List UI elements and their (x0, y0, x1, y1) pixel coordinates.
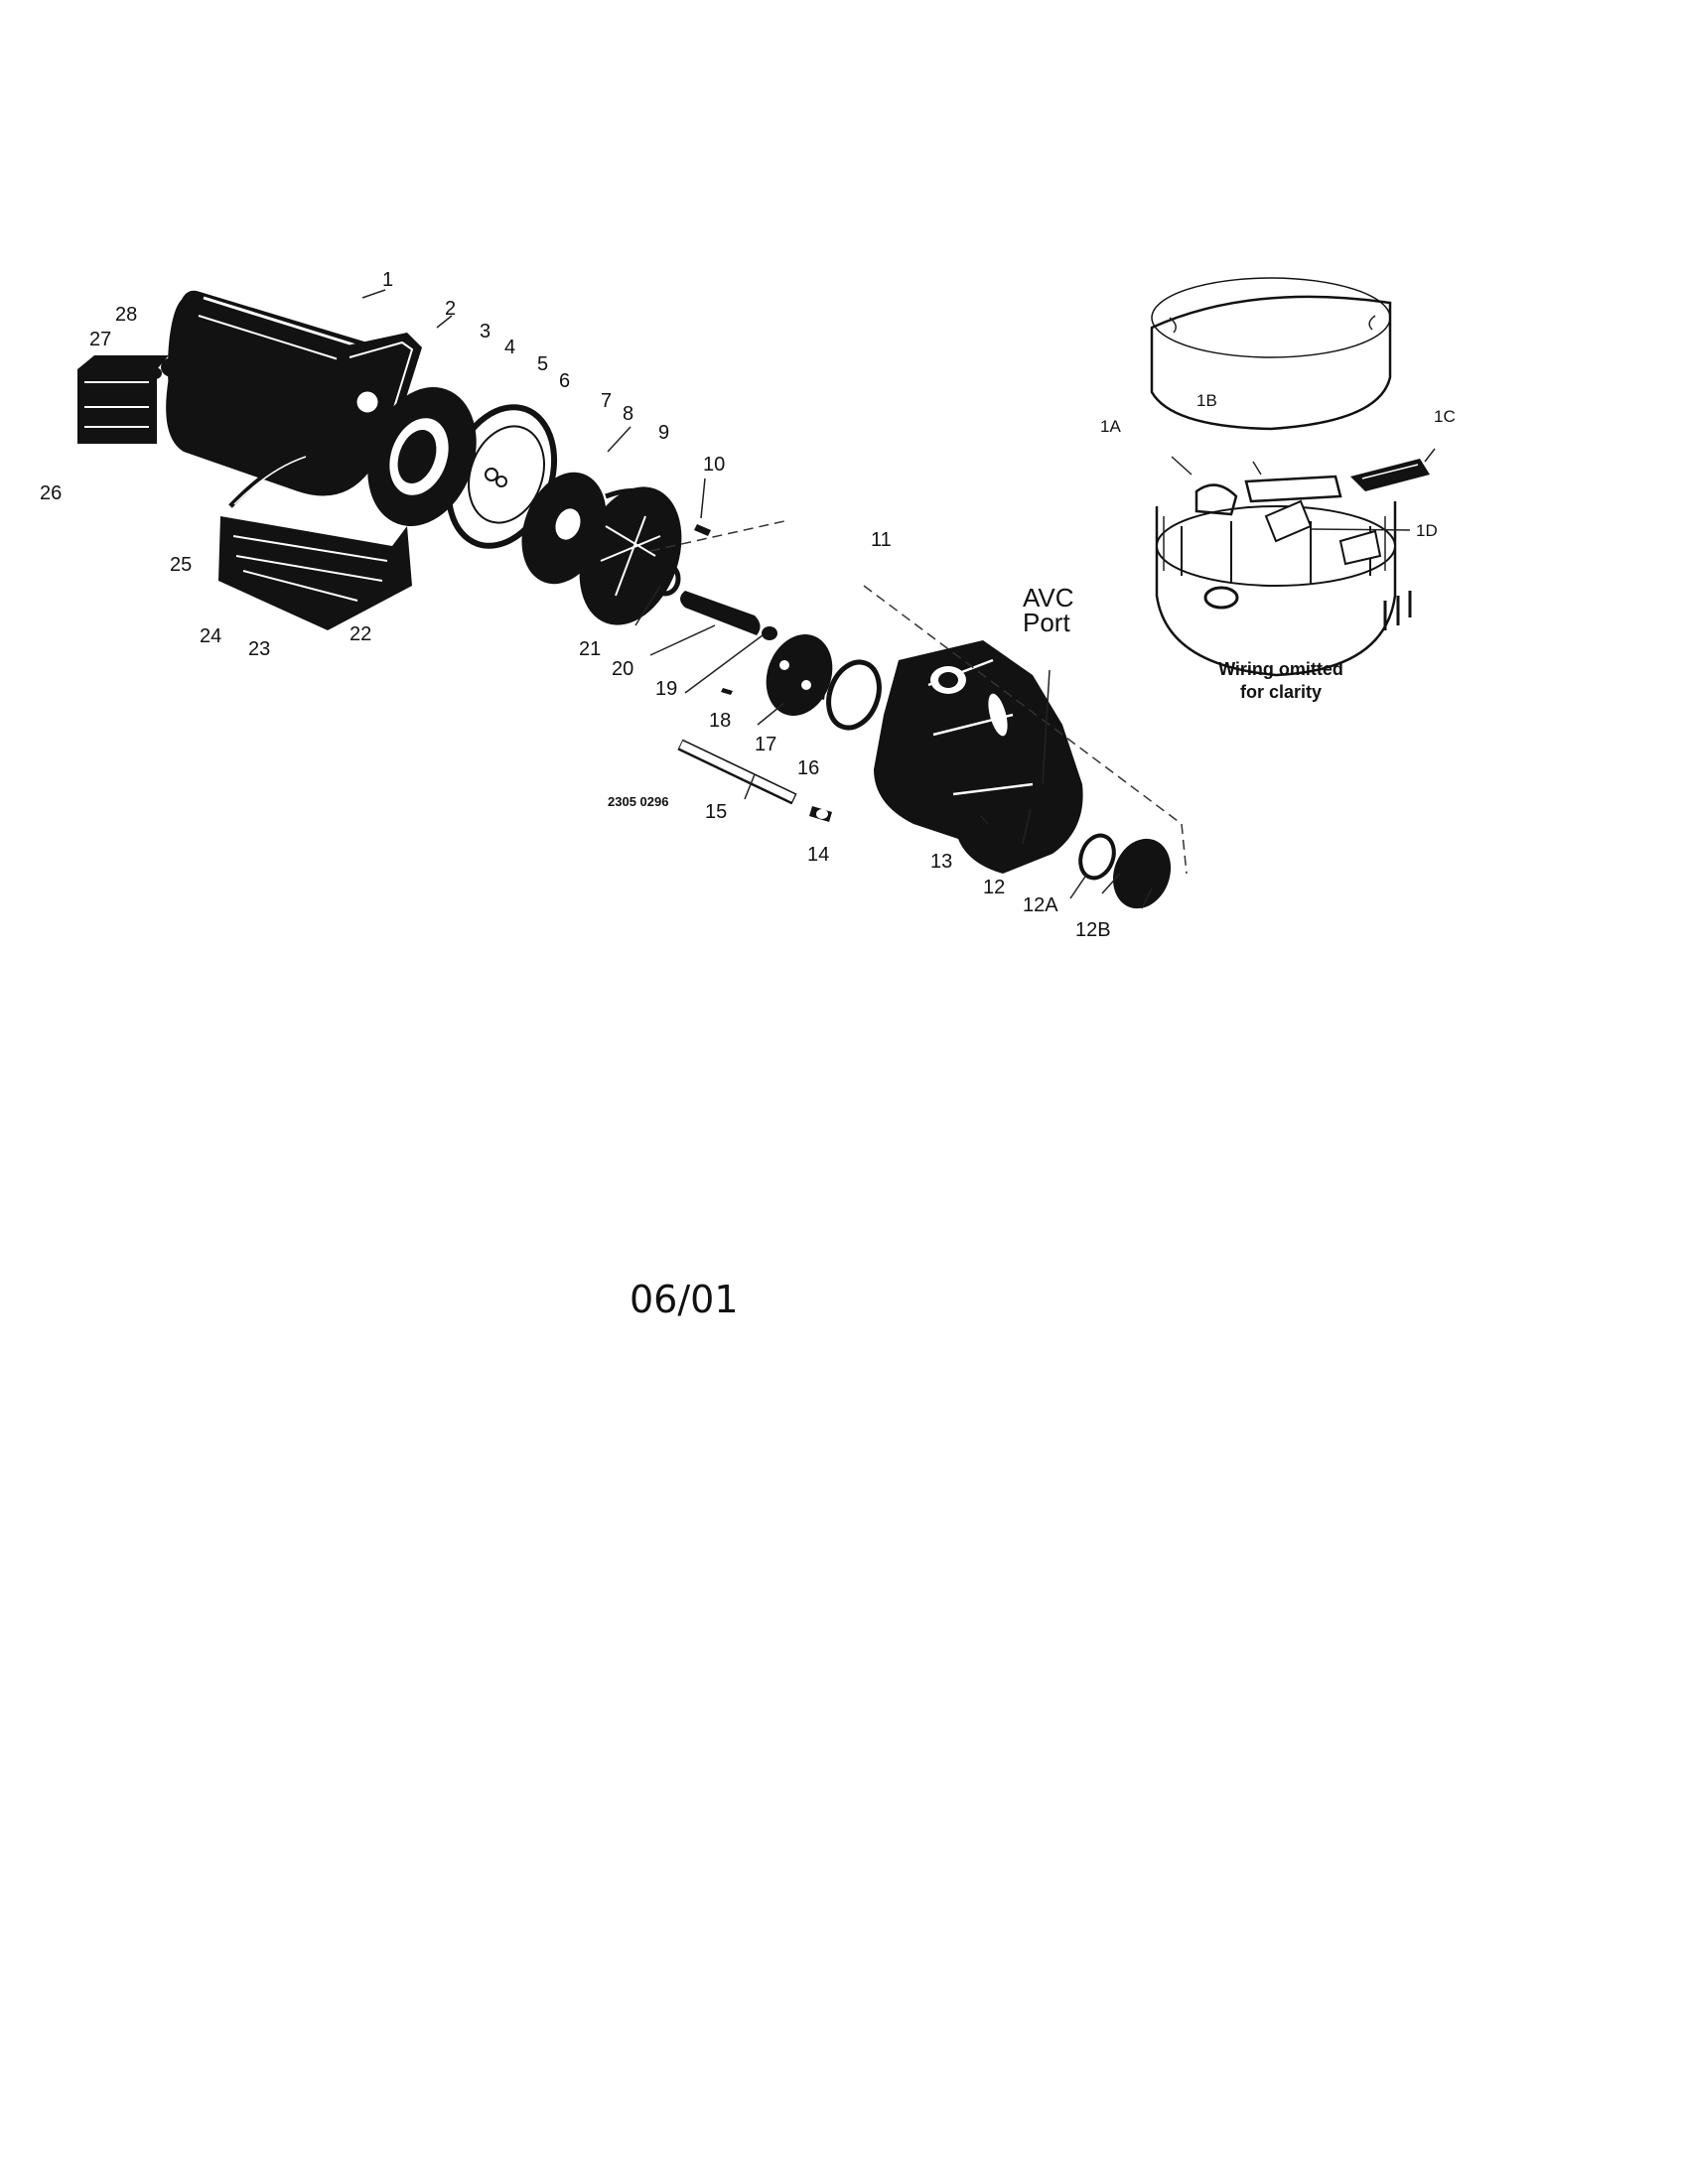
callout-9: 9 (658, 422, 669, 444)
callout-28: 28 (115, 304, 137, 326)
callout-labels: 1 2 3 4 5 6 7 8 9 10 11 12 12A 12B 13 14… (40, 269, 1456, 941)
callout-11: 11 (871, 529, 892, 551)
callout-16: 16 (797, 757, 819, 779)
callout-10: 10 (703, 454, 725, 476)
avc-port-label-line2: Port (1023, 608, 1070, 637)
callout-7: 7 (601, 390, 612, 412)
nozzle-venturi-part (680, 591, 777, 640)
motor-part (166, 290, 422, 496)
callout-17: 17 (755, 734, 776, 755)
callout-13: 13 (930, 851, 952, 873)
ejector-part (721, 634, 882, 731)
callout-6: 6 (559, 370, 570, 392)
callout-20: 20 (612, 658, 633, 680)
pipe-part (677, 739, 832, 822)
revision-date: 06/01 (630, 1278, 739, 1321)
callout-12b: 12B (1075, 919, 1111, 941)
callout-1b: 1B (1196, 391, 1217, 410)
seal-plate-part (367, 387, 558, 549)
callout-5: 5 (537, 353, 548, 375)
callout-22: 22 (350, 623, 371, 645)
callout-26: 26 (40, 482, 62, 504)
pump-housing-part (874, 640, 1172, 909)
callout-1d: 1D (1416, 521, 1438, 540)
callout-8: 8 (623, 403, 633, 425)
callout-18: 18 (709, 710, 731, 732)
callout-27: 27 (89, 329, 111, 350)
callout-1c: 1C (1434, 407, 1456, 426)
assembly-axis-lines (649, 520, 1188, 875)
capacitor-part (77, 355, 185, 444)
base-part (218, 449, 412, 630)
callout-21: 21 (579, 638, 601, 660)
hardware-part (649, 524, 711, 597)
callout-2: 2 (445, 298, 456, 320)
callout-4: 4 (504, 337, 515, 358)
avc-port-label-line1: AVC (1023, 583, 1074, 613)
callout-14: 14 (807, 844, 829, 866)
callout-19: 19 (655, 678, 677, 700)
drawing-number: 2305 0296 (608, 794, 668, 809)
callout-12: 12 (983, 877, 1005, 898)
callout-23: 23 (248, 638, 270, 660)
wiring-note-line2: for clarity (1240, 682, 1322, 702)
callout-12a: 12A (1023, 894, 1058, 916)
callout-1: 1 (382, 269, 393, 291)
callout-24: 24 (200, 625, 221, 647)
leader-lines (361, 289, 1153, 909)
wiring-note-line1: Wiring omitted (1218, 659, 1343, 679)
control-box-part (1150, 277, 1436, 677)
callout-3: 3 (480, 321, 491, 342)
callout-15: 15 (705, 801, 727, 823)
callout-1a: 1A (1100, 417, 1121, 436)
callout-25: 25 (170, 554, 192, 576)
